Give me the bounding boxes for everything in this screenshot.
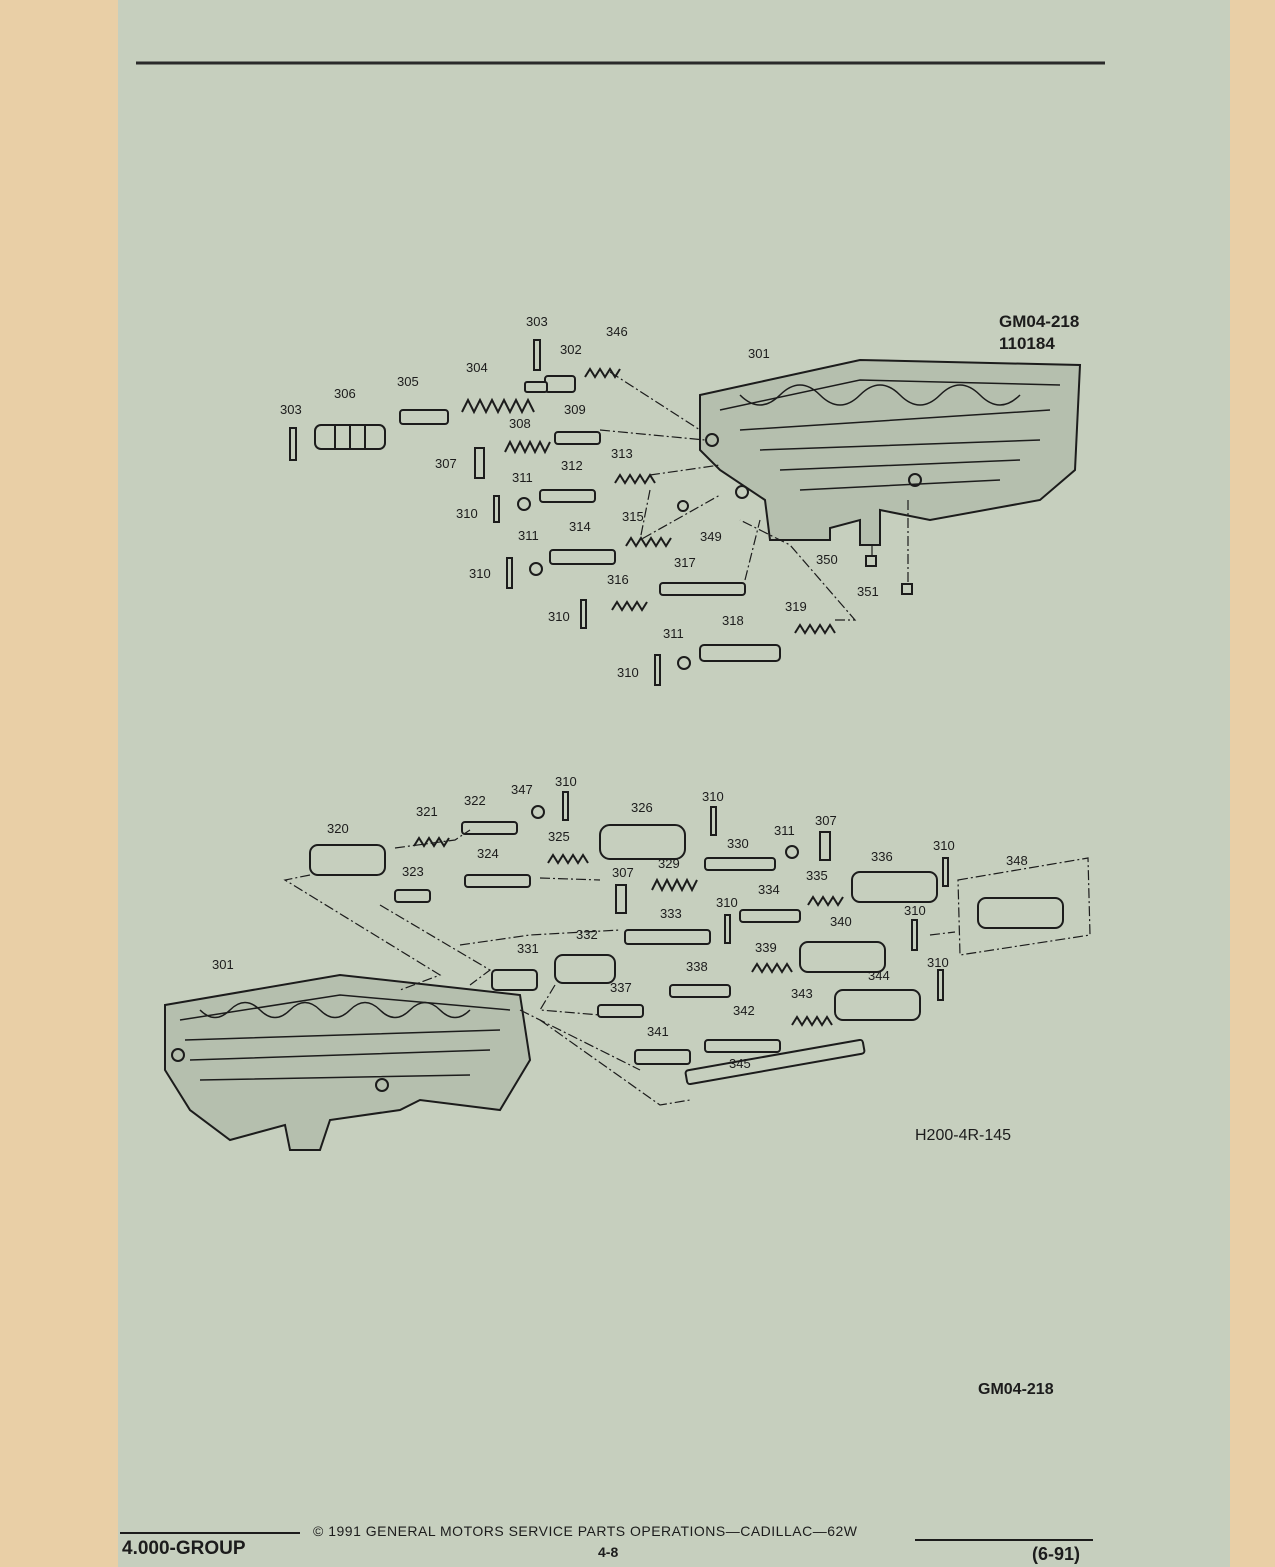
lower-parts <box>309 791 1064 1086</box>
callout-306: 306 <box>334 386 356 401</box>
callout-310: 310 <box>548 609 570 624</box>
callout-344: 344 <box>868 968 890 983</box>
callout-301: 301 <box>748 346 770 361</box>
callout-310: 310 <box>555 774 577 789</box>
callout-339: 339 <box>755 940 777 955</box>
callout-307: 307 <box>435 456 457 471</box>
callout-325: 325 <box>548 829 570 844</box>
header-ref-code: GM04-218 <box>999 312 1080 331</box>
callout-310: 310 <box>933 838 955 853</box>
callout-351: 351 <box>857 584 879 599</box>
callout-334: 334 <box>758 882 780 897</box>
upper-leader-lines <box>599 371 909 621</box>
callout-310: 310 <box>456 506 478 521</box>
footer-date: (6-91) <box>1032 1544 1081 1564</box>
callout-303: 303 <box>280 402 302 417</box>
footer-page-number: 4-8 <box>598 1544 619 1560</box>
upper-valve-body <box>699 358 1082 546</box>
callout-315: 315 <box>622 509 644 524</box>
callout-320: 320 <box>327 821 349 836</box>
callout-311: 311 <box>774 823 795 838</box>
callout-341: 341 <box>647 1024 669 1039</box>
callout-310: 310 <box>469 566 491 581</box>
part-348-box <box>957 857 1091 956</box>
header-ref-number: 110184 <box>999 334 1055 353</box>
callout-331: 331 <box>517 941 539 956</box>
diagram-sheet <box>118 0 1230 1567</box>
callout-323: 323 <box>402 864 424 879</box>
callout-350: 350 <box>816 552 838 567</box>
callout-316: 316 <box>607 572 629 587</box>
callout-310: 310 <box>716 895 738 910</box>
callout-340: 340 <box>830 914 852 929</box>
callout-310: 310 <box>702 789 724 804</box>
callout-348: 348 <box>1006 853 1028 868</box>
callout-318: 318 <box>722 613 744 628</box>
callout-310: 310 <box>904 903 926 918</box>
callout-302: 302 <box>560 342 582 357</box>
lower-leader-lines <box>283 829 956 1106</box>
bottom-ref: GM04-218 <box>978 1381 1054 1398</box>
callout-324: 324 <box>477 846 499 861</box>
callout-338: 338 <box>686 959 708 974</box>
callout-343: 343 <box>791 986 813 1001</box>
callout-311: 311 <box>512 470 533 485</box>
callout-345: 345 <box>729 1056 751 1071</box>
callout-342: 342 <box>733 1003 755 1018</box>
callout-336: 336 <box>871 849 893 864</box>
callout-313: 313 <box>611 446 633 461</box>
callout-311: 311 <box>518 528 539 543</box>
callout-322: 322 <box>464 793 486 808</box>
callout-319: 319 <box>785 599 807 614</box>
callout-349: 349 <box>700 529 722 544</box>
callout-303: 303 <box>526 314 548 329</box>
callout-310: 310 <box>927 955 949 970</box>
callout-326: 326 <box>631 800 653 815</box>
callout-310: 310 <box>617 665 639 680</box>
callout-305: 305 <box>397 374 419 389</box>
drawing-ref: H200-4R-145 <box>915 1127 1012 1144</box>
callout-332: 332 <box>576 927 598 942</box>
footer-group: 4.000-GROUP <box>122 1538 246 1559</box>
upper-parts <box>289 339 913 686</box>
lower-valve-body <box>164 973 532 1151</box>
footer-copyright: © 1991 GENERAL MOTORS SERVICE PARTS OPER… <box>313 1523 858 1539</box>
callout-329: 329 <box>658 856 680 871</box>
callout-330: 330 <box>727 836 749 851</box>
callout-346: 346 <box>606 324 628 339</box>
callout-312: 312 <box>561 458 583 473</box>
callout-309: 309 <box>564 402 586 417</box>
callout-321: 321 <box>416 804 438 819</box>
callout-307: 307 <box>612 865 634 880</box>
callout-337: 337 <box>610 980 632 995</box>
callout-314: 314 <box>569 519 591 534</box>
callout-labels: 301 302 303 303 304 305 306 307 308 309 310 310 310 3… <box>212 314 1028 1071</box>
callout-301: 301 <box>212 957 234 972</box>
callout-311: 311 <box>663 626 684 641</box>
callout-308: 308 <box>509 416 531 431</box>
callout-335: 335 <box>806 868 828 883</box>
callout-347: 347 <box>511 782 533 797</box>
callout-304: 304 <box>466 360 488 375</box>
callout-333: 333 <box>660 906 682 921</box>
callout-317: 317 <box>674 555 696 570</box>
callout-307: 307 <box>815 813 837 828</box>
